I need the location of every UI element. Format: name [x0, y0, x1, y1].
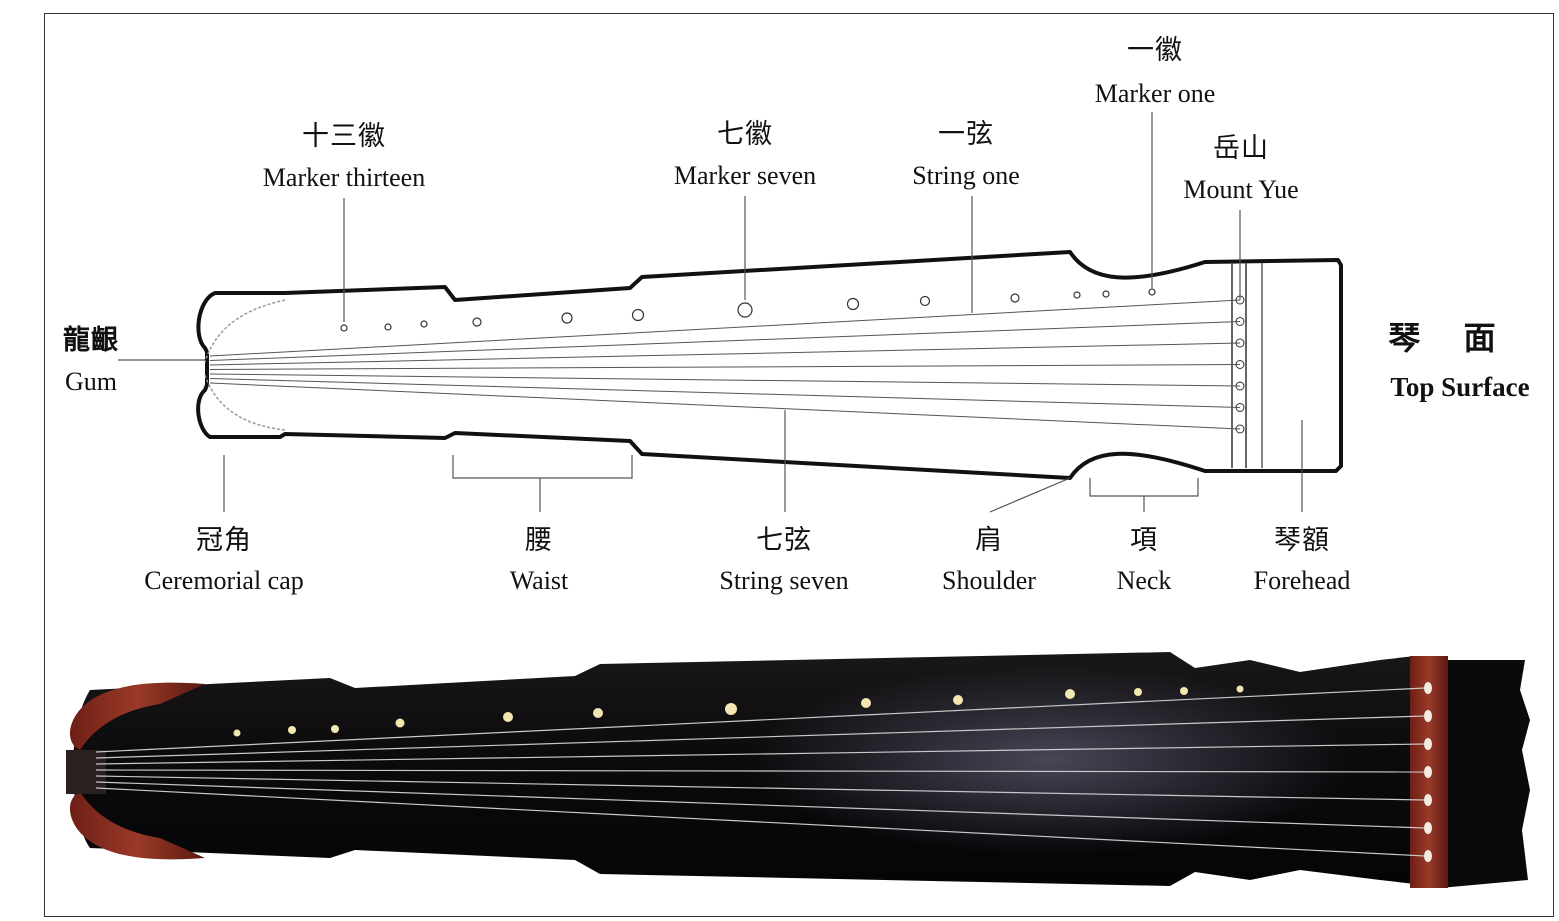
leader-shoulder: [989, 477, 1071, 513]
photo-string: [95, 743, 1426, 765]
diagram-marker-hole: [561, 312, 573, 324]
label-cap-en: Ceremorial cap: [144, 566, 304, 595]
diagram-marker-hole: [1102, 290, 1110, 298]
photo-tuning-pegs: [1424, 682, 1432, 862]
diagram-marker-hole: [472, 317, 482, 327]
label-mount-yue-en: Mount Yue: [1183, 175, 1299, 204]
bracket-neck: [1089, 478, 1199, 512]
diagram-marker-hole: [420, 320, 428, 328]
diagram-string: [209, 364, 1241, 370]
photo-tuning-peg: [1424, 822, 1432, 834]
diagram-marker-hole: [384, 323, 392, 331]
photo-hui-stud: [725, 703, 737, 715]
label-marker-one-zh: 一徽: [1127, 35, 1183, 66]
photo-hui-stud: [1236, 685, 1244, 693]
label-forehead-en: Forehead: [1253, 566, 1351, 595]
diagram-marker-hole: [919, 295, 931, 307]
photo-string: [95, 781, 1426, 829]
diagram-string-knot: [1235, 360, 1245, 369]
label-shoulder-zh: 肩: [975, 525, 1003, 556]
diagram-string: [209, 373, 1241, 387]
bracket-waist: [452, 455, 633, 512]
guqin-outline: [196, 250, 1343, 480]
label-gum-en: Gum: [65, 367, 117, 396]
label-shoulder-en: Shoulder: [942, 566, 1036, 595]
label-neck-zh: 項: [1130, 525, 1158, 556]
diagram-string-knot: [1235, 403, 1245, 412]
label-cap-zh: 冠角: [196, 525, 252, 556]
photo-hui-stud: [953, 695, 963, 705]
label-neck-en: Neck: [1116, 566, 1172, 595]
label-string-seven-en: String seven: [719, 566, 849, 595]
diagram-string: [209, 378, 1241, 408]
photo-strings: [95, 687, 1426, 857]
label-forehead-zh: 琴額: [1274, 525, 1330, 556]
photo-tuning-peg: [1424, 766, 1432, 778]
label-string-one-zh: 一弦: [938, 119, 994, 150]
label-string-seven-zh: 七弦: [756, 525, 812, 556]
diagram-marker-hole: [1148, 288, 1156, 296]
photo-tuning-peg: [1424, 794, 1432, 806]
label-waist-zh: 腰: [525, 525, 553, 556]
diagram-strings: [209, 295, 1245, 434]
label-gum-zh: 龍齦: [63, 325, 119, 356]
diagram-marker-hole: [737, 302, 753, 318]
label-top-surface-en: Top Surface: [1390, 372, 1530, 402]
figure-frame: [44, 13, 1554, 917]
photo-string: [95, 769, 1426, 773]
photo-hui-stud: [331, 725, 339, 733]
label-mount-yue-zh: 岳山: [1213, 133, 1269, 164]
photo-gum: [66, 750, 106, 794]
photo-string: [95, 687, 1426, 753]
diagram-marker-hole: [340, 324, 348, 332]
photo-cap-top: [69, 682, 205, 750]
photo-tuning-peg: [1424, 850, 1432, 862]
diagram-marker-hole: [1073, 291, 1081, 299]
photo-tuning-peg: [1424, 682, 1432, 694]
label-marker-thirteen-zh: 十三徽: [302, 121, 386, 152]
label-marker-seven-en: Marker seven: [673, 161, 817, 190]
photo-string: [95, 715, 1426, 759]
photo-string: [95, 775, 1426, 801]
photo-cap-bottom: [69, 792, 205, 860]
diagram-string-knot: [1235, 381, 1245, 391]
photo-tuning-peg: [1424, 738, 1432, 750]
photo-string: [95, 787, 1426, 857]
diagram-string-knot: [1235, 317, 1245, 326]
photo-sheen: [750, 665, 1350, 855]
photo-hui-stud: [233, 729, 241, 737]
photo-hui-stud: [503, 712, 513, 722]
diagram-marker-hole: [1010, 293, 1020, 303]
diagram-string-knot: [1235, 424, 1245, 434]
diagram-string: [209, 342, 1241, 366]
diagram-marker-hole: [631, 308, 645, 322]
diagram-marker-hole: [846, 297, 860, 311]
photo-hui-stud: [1134, 688, 1142, 696]
cap-inner-curve: [204, 299, 286, 431]
photo-hui-stud: [1180, 687, 1188, 695]
photo-tuning-peg: [1424, 710, 1432, 722]
photo-hui-stud: [1065, 689, 1075, 699]
diagram-string: [209, 321, 1241, 361]
label-waist-en: Waist: [509, 566, 569, 595]
photo-forehead: [1440, 660, 1530, 888]
photo-hui-stud: [288, 726, 296, 734]
diagram-markers: [340, 288, 1156, 332]
diagram-string-knot: [1235, 338, 1245, 348]
photo-hui-stud: [395, 718, 405, 728]
label-marker-seven-zh: 七徽: [717, 119, 773, 150]
label-top-surface-zh: 琴 面: [1388, 319, 1512, 357]
label-string-one-en: String one: [912, 161, 1020, 190]
photo-hui-stud: [861, 698, 871, 708]
label-marker-thirteen-en: Marker thirteen: [262, 163, 426, 192]
diagram-string: [209, 299, 1241, 357]
photo-studs: [233, 685, 1244, 737]
photo-hui-stud: [593, 708, 603, 718]
diagram-string: [209, 382, 1241, 430]
label-marker-one-en: Marker one: [1094, 79, 1216, 108]
